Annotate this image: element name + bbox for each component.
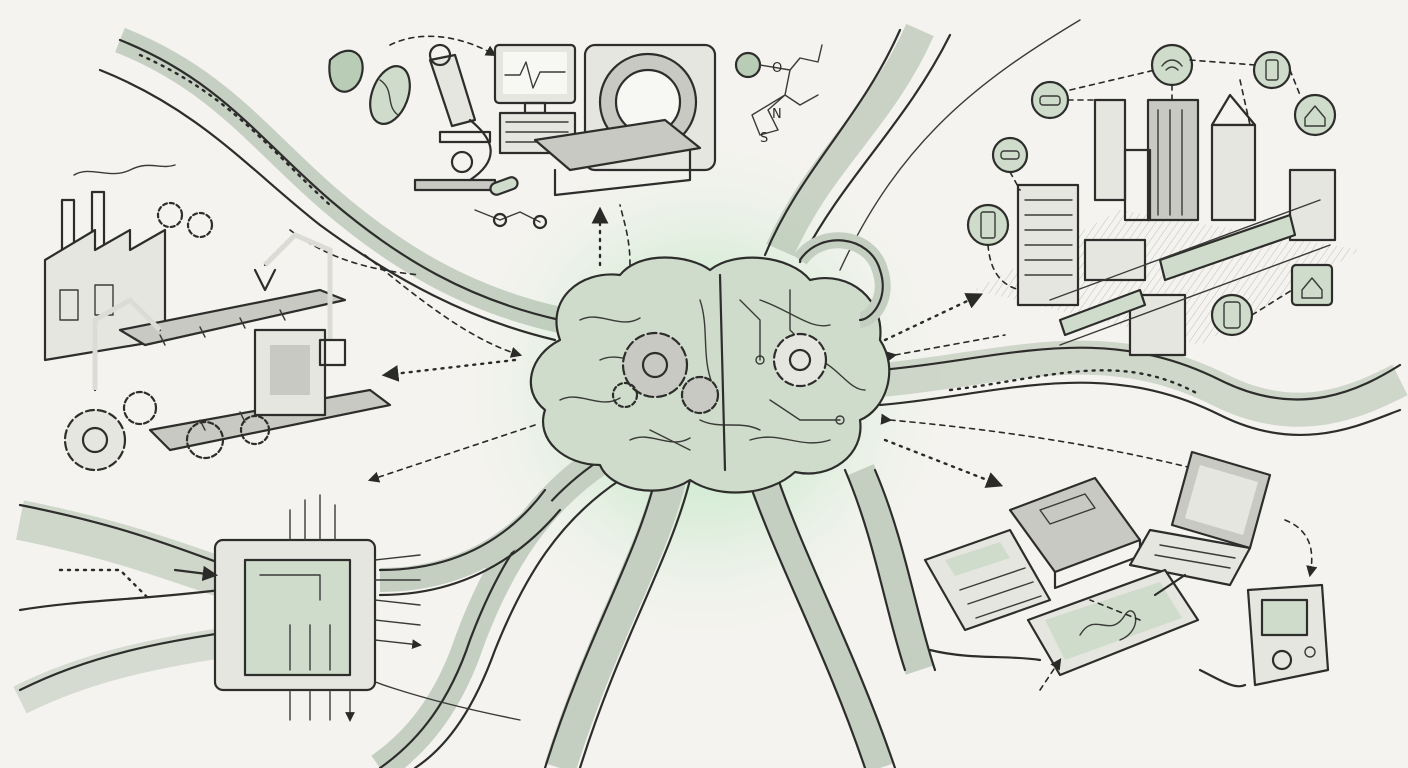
molecule-atom-o: O	[772, 61, 782, 76]
home-icon	[1301, 277, 1323, 299]
personal-devices-cluster	[923, 450, 1330, 691]
car-icon	[1000, 150, 1020, 160]
calculator-icon	[923, 528, 1052, 632]
molecule-atom-n: N	[772, 107, 782, 122]
gear-icon	[63, 201, 271, 472]
laptop-icon	[1128, 450, 1272, 587]
chip-icon	[173, 494, 420, 720]
flow-streams	[13, 19, 1408, 768]
factory-automation-cluster	[43, 164, 392, 472]
ecg-monitor-icon	[493, 43, 577, 155]
connector-arrows	[289, 35, 1201, 488]
conveyor-belt-icon	[118, 288, 392, 452]
central-brain-cluster	[529, 232, 891, 494]
cell-icon	[328, 49, 411, 125]
molecule-atom-s: S	[760, 131, 768, 146]
brain-icon	[529, 232, 891, 494]
tablet-icon	[1026, 568, 1200, 677]
microchip-cluster	[173, 494, 420, 720]
smart-city-cluster	[966, 43, 1360, 357]
train-icon	[1049, 199, 1331, 346]
car-icon	[1039, 95, 1061, 106]
medical-research-cluster: N S O	[328, 43, 823, 230]
molecule-icon: N S O	[734, 44, 823, 146]
walkie-talkie-icon	[980, 211, 996, 239]
brain-gear-icon	[611, 331, 828, 415]
iot-nodes	[966, 43, 1337, 337]
phone-icon	[1265, 59, 1279, 81]
smartphone-icon	[1223, 301, 1241, 329]
microscope-icon	[413, 43, 497, 192]
home-icon	[1304, 105, 1326, 127]
pill-icon	[474, 176, 548, 230]
robot-arm-icon	[92, 232, 347, 392]
wifi-icon	[1161, 59, 1183, 71]
handheld-device-icon	[1246, 583, 1330, 687]
mri-scanner-icon	[533, 43, 717, 197]
